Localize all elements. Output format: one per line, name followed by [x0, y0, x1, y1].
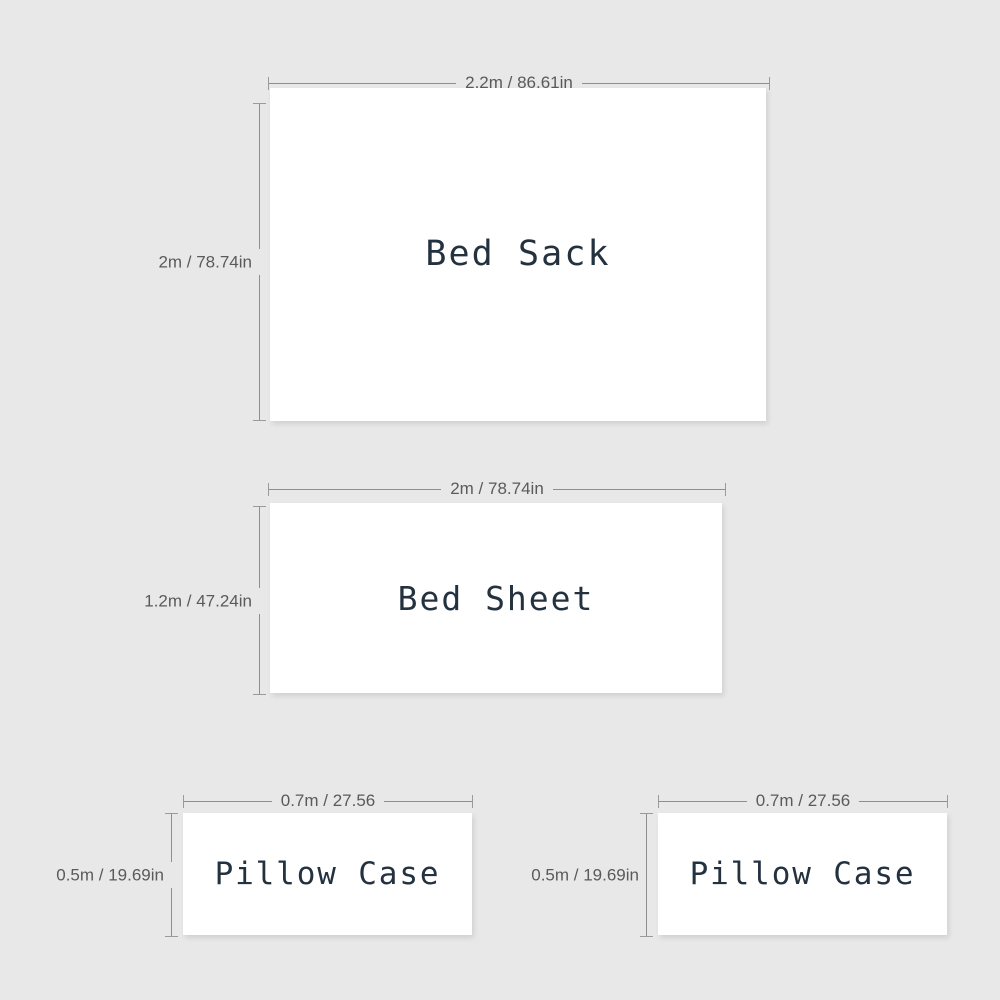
bed-sack-width-label: 2.2m / 86.61in [465, 72, 573, 92]
dimension-line-bottom [258, 613, 260, 694]
bed-sack-label: Bed Sack [425, 234, 611, 274]
dimension-tick-top [639, 813, 653, 814]
dimension-tick-end [725, 482, 726, 496]
pillow-case-left-width-label: 0.7m / 27.56 [280, 790, 376, 810]
dimension-tick-top [164, 813, 178, 814]
dimension-tick-bottom [164, 936, 178, 937]
bed-sheet-width-dimension: 2m / 78.74in [268, 478, 726, 500]
dimension-line-bottom [258, 275, 260, 420]
bed-sheet-rectangle: Bed Sheet [270, 503, 722, 693]
dimension-tick-bottom [639, 936, 653, 937]
pillow-case-left-width-dimension: 0.7m / 27.56 [183, 790, 474, 812]
bed-sack-height-dimension: 2m / 78.74in [158, 103, 266, 421]
bed-sack-width-dimension: 2.2m / 86.61in [268, 72, 770, 94]
dimension-tick-start [268, 76, 269, 90]
dimension-line-left [184, 800, 272, 802]
pillow-case-right-height-dimension: 0.5m / 19.69in [531, 813, 653, 937]
dimension-line-right [552, 488, 725, 490]
pillow-case-left-rectangle: Pillow Case [183, 813, 472, 935]
dimension-line-right [581, 82, 769, 84]
dimension-line-top [258, 104, 260, 249]
bed-sheet-width-label: 2m / 78.74in [450, 478, 544, 498]
dimension-tick-bottom [252, 420, 266, 421]
dimension-tick-end [947, 794, 949, 808]
dimension-line-right [384, 800, 473, 802]
bed-sheet-height-dimension: 1.2m / 47.24in [144, 506, 266, 695]
pillow-case-right-label: Pillow Case [689, 855, 916, 892]
dimension-line-top [170, 814, 172, 862]
dimension-tick-start [658, 794, 659, 808]
pillow-case-right-width-label: 0.7m / 27.56 [755, 790, 851, 810]
dimension-tick-bottom [252, 694, 266, 695]
dimension-line-right [859, 800, 948, 802]
pillow-case-left-height-label: 0.5m / 19.69in [56, 865, 164, 885]
bed-sack-rectangle: Bed Sack [270, 88, 766, 421]
dimension-tick-start [268, 482, 269, 496]
pillow-case-right-height-label: 0.5m / 19.69in [531, 865, 639, 885]
dimension-tick-end [472, 794, 474, 808]
dimension-tick-top [252, 506, 266, 507]
dimension-line-left [269, 488, 442, 490]
bed-sack-height-label: 2m / 78.74in [158, 252, 252, 272]
pillow-case-left-label: Pillow Case [214, 855, 441, 892]
pillow-case-left-height-dimension: 0.5m / 19.69in [56, 813, 178, 937]
dimension-tick-start [183, 794, 184, 808]
dimension-line-left [659, 800, 747, 802]
pillow-case-right-width-dimension: 0.7m / 27.56 [658, 790, 949, 812]
dimension-line [645, 814, 647, 936]
dimension-line-top [258, 507, 260, 588]
dimension-line-left [269, 82, 457, 84]
bed-sheet-height-label: 1.2m / 47.24in [144, 591, 252, 610]
dimension-line-bottom [170, 888, 172, 936]
pillow-case-right-rectangle: Pillow Case [658, 813, 947, 935]
dimension-tick-end [769, 76, 770, 90]
dimension-tick-top [252, 103, 266, 104]
bed-sheet-label: Bed Sheet [397, 578, 595, 618]
